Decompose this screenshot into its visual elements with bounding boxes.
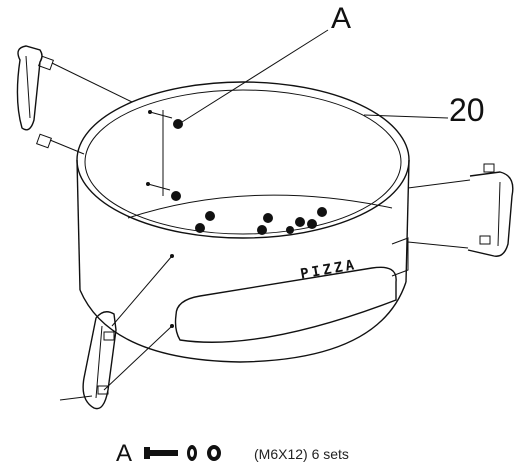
bolt-holes	[171, 119, 327, 235]
washer-icon	[187, 445, 197, 461]
legend-letter: A	[116, 440, 133, 467]
leader-20	[363, 114, 449, 119]
oven-cylinder-body	[76, 81, 410, 363]
nut-icon	[207, 445, 221, 461]
pizza-embossed-text: PIZZA	[299, 257, 358, 283]
callout-20: 20	[449, 92, 485, 128]
handle-icon	[16, 45, 133, 155]
hardware-legend: A (M6X12) 6 sets	[116, 440, 516, 467]
leader-a	[181, 29, 329, 123]
hardware-icons	[144, 445, 221, 461]
legend-description: (M6X12) 6 sets	[254, 446, 349, 462]
screw-marks	[146, 110, 174, 328]
callout-a: A	[331, 2, 352, 35]
handle-icon	[407, 163, 514, 257]
handle-icon	[59, 255, 173, 410]
bolt-icon	[144, 447, 178, 459]
